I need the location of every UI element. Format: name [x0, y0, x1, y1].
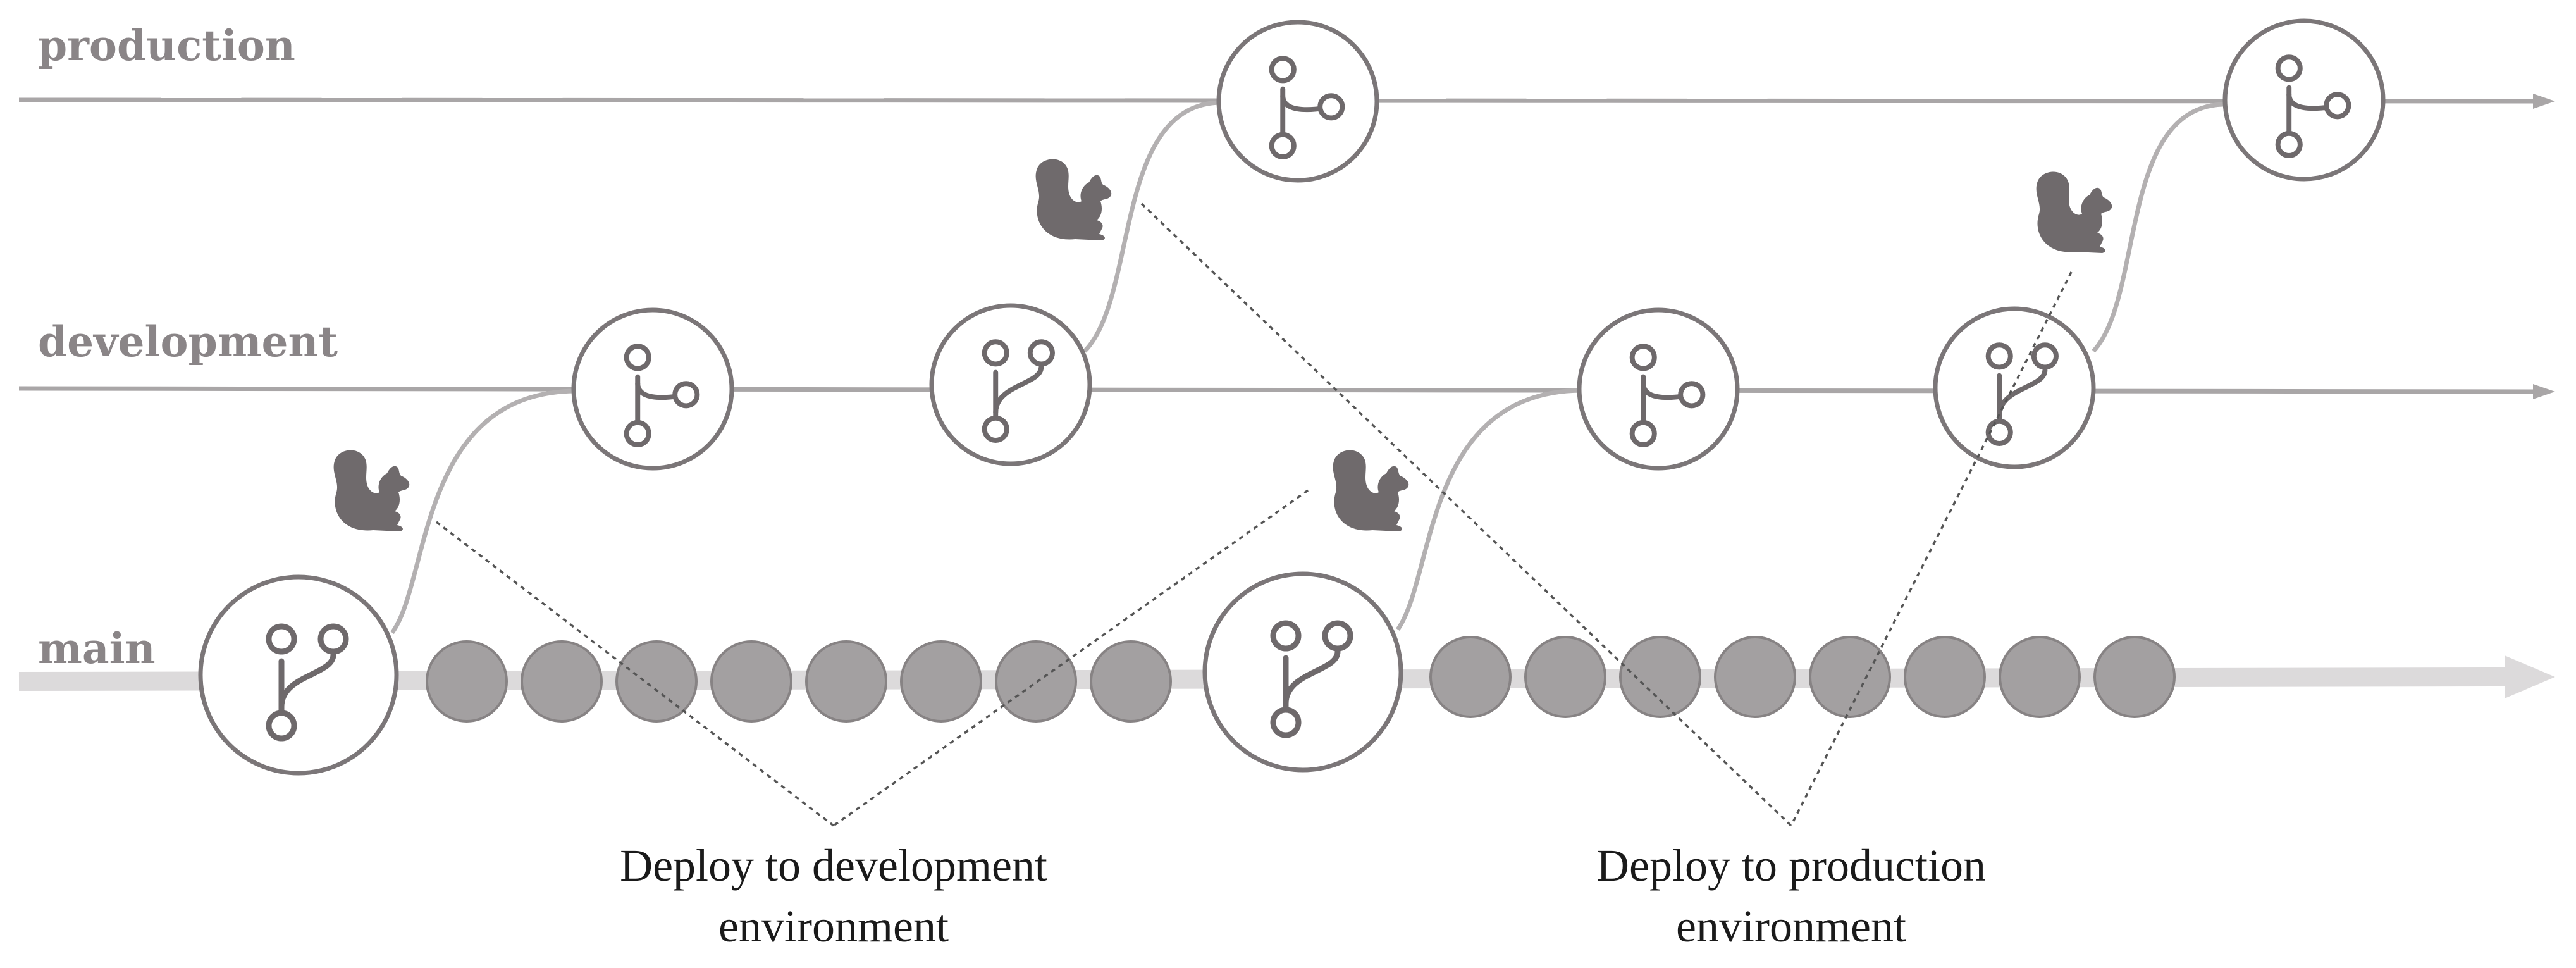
development-branch-node-2 — [1933, 306, 2096, 469]
commit-dot — [900, 640, 982, 723]
branch-label-production: production — [38, 21, 295, 70]
commit-dot — [710, 640, 792, 723]
commit-dot — [1090, 640, 1172, 723]
squirrel-icon — [2036, 171, 2112, 253]
commit-dot — [1999, 636, 2081, 718]
commit-dot — [995, 640, 1077, 723]
branch-label-main: main — [38, 624, 156, 673]
main-branch-node-1 — [198, 574, 399, 776]
caption-production-line1: Deploy to production — [1596, 840, 1986, 891]
production-merge-node-2 — [2222, 18, 2386, 182]
commit-dots-group-2 — [1429, 636, 2176, 718]
commit-dot — [521, 640, 603, 723]
development-merge-node-2 — [1577, 307, 1740, 471]
commit-dot — [1904, 636, 1986, 718]
squirrel-icon — [1035, 159, 1112, 240]
pointer-lines-development — [435, 489, 1309, 827]
connector-development-to-production-2 — [2092, 102, 2224, 353]
squirrel-icon — [333, 450, 410, 531]
commit-dot — [1619, 636, 1701, 718]
commit-dot — [2093, 636, 2176, 718]
squirrel-icon — [1333, 450, 1409, 531]
main-branch-node-2 — [1202, 571, 1403, 773]
development-track — [18, 384, 2555, 399]
caption-development-line2: environment — [718, 901, 949, 952]
connector-development-to-production-1 — [1083, 100, 1221, 353]
commit-dot — [1809, 636, 1891, 718]
caption-production-line2: environment — [1676, 901, 1906, 952]
commit-dot — [1524, 636, 1606, 718]
connector-main-to-development-2 — [1396, 388, 1582, 631]
commit-dot — [426, 640, 508, 723]
development-merge-node-1 — [571, 307, 734, 471]
commit-dots-group-1 — [426, 640, 1172, 723]
production-merge-node-1 — [1216, 20, 1379, 183]
branch-label-development: development — [38, 317, 338, 366]
connector-main-to-development-1 — [390, 388, 576, 635]
development-branch-node-1 — [929, 303, 1092, 466]
pointer-lines-production — [1140, 202, 2073, 827]
commit-dot — [1429, 636, 1512, 718]
commit-dot — [1714, 636, 1796, 718]
commit-dot — [805, 640, 887, 723]
caption-development-line1: Deploy to development — [620, 840, 1047, 891]
caption-deploy-production: Deploy to production environment — [1596, 840, 1986, 952]
caption-deploy-development: Deploy to development environment — [620, 840, 1047, 952]
commit-dot — [615, 640, 698, 723]
